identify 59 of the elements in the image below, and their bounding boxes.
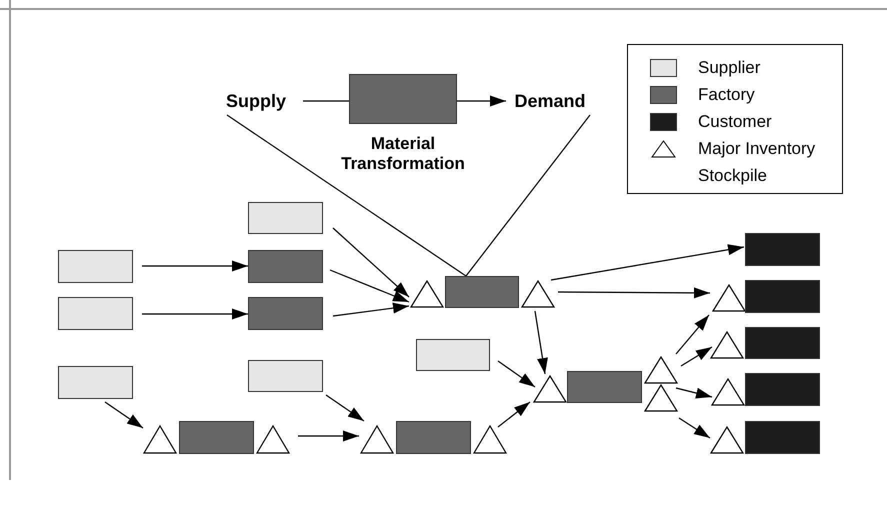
inventory-triangle — [712, 284, 746, 312]
supplier-box — [416, 339, 490, 371]
legend-label: Supplier — [698, 57, 762, 79]
customer-box — [745, 421, 820, 454]
customer-box — [745, 280, 820, 313]
arrow — [550, 244, 744, 281]
inventory-triangle — [644, 384, 678, 412]
inventory-triangle — [711, 378, 745, 406]
customer-box — [745, 233, 820, 266]
arrow — [558, 287, 710, 298]
arrow — [534, 310, 548, 374]
inventory-triangle — [533, 375, 567, 403]
connector-line — [303, 100, 349, 102]
inventory-triangle — [710, 331, 744, 359]
inventory-triangle — [143, 425, 177, 454]
inventory-triangle — [473, 425, 507, 454]
arrow — [332, 302, 410, 317]
arrow — [326, 394, 364, 422]
factory-box — [567, 371, 642, 403]
arrow — [457, 96, 506, 106]
inventory-triangle — [644, 356, 678, 384]
arrow — [680, 346, 712, 367]
legend-label: Factory — [698, 84, 756, 106]
supplier-box — [248, 202, 323, 234]
arrow — [678, 418, 710, 438]
factory-box — [349, 74, 457, 124]
arrow — [298, 430, 359, 442]
arrow — [498, 360, 536, 388]
arrow — [332, 228, 410, 298]
factory-box — [248, 250, 323, 283]
arrow — [676, 387, 712, 398]
flow-label: Demand — [508, 88, 592, 114]
factory-box — [396, 421, 471, 454]
legend-label: Customer — [698, 111, 773, 133]
factory-box — [179, 421, 254, 454]
supplier-box — [248, 360, 323, 392]
inventory-triangle — [710, 426, 744, 454]
connector-line — [466, 114, 590, 276]
inventory-triangle — [256, 425, 290, 454]
legend-label: Major Inventory Stockpile — [698, 138, 816, 187]
box-caption: Material Transformation — [340, 134, 466, 174]
factory-box — [248, 297, 323, 330]
flow-label: Supply — [220, 88, 292, 114]
supplier-box — [58, 250, 133, 283]
arrow — [676, 314, 710, 354]
factory-box — [445, 276, 519, 308]
arrow — [498, 402, 530, 428]
inventory-triangle — [521, 280, 555, 308]
customer-box — [745, 327, 820, 359]
arrow — [104, 402, 144, 428]
arrow — [330, 269, 410, 303]
supplier-box — [58, 366, 133, 399]
connector-line — [226, 114, 466, 276]
inventory-triangle — [410, 280, 444, 308]
supplier-box — [58, 297, 133, 330]
arrow — [142, 308, 248, 320]
inventory-triangle — [360, 425, 394, 454]
arrow — [142, 260, 248, 272]
customer-box — [745, 373, 820, 406]
